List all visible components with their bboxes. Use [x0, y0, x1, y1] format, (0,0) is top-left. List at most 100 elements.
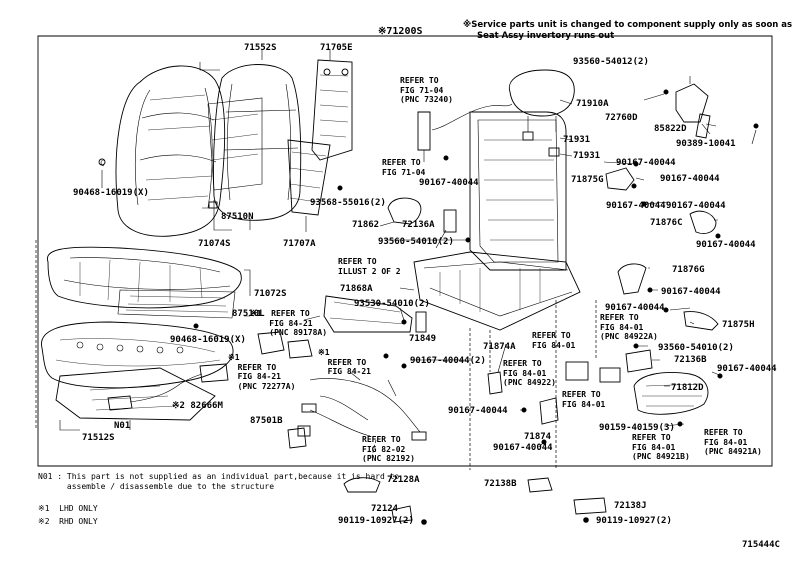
refer-fig-84-01-b[interactable]: REFER TO FIG 84-01 — [562, 390, 606, 409]
part-87510l[interactable]: 87510L — [232, 309, 265, 319]
knob-72136b — [625, 349, 653, 373]
refer-fig-84-21-72277a[interactable]: ※1 REFER TO FIG 84-21 (PNC 72277A) — [228, 353, 296, 391]
refer-fig-84-01-84922a[interactable]: REFER TO FIG 84-01 (PNC 84922A) — [600, 313, 658, 341]
refer-fig-84-01-84921a[interactable]: REFER TO FIG 84-01 (PNC 84921A) — [704, 428, 762, 456]
part-90119-10927-a[interactable]: 90119-10927(2) — [338, 516, 414, 526]
part-90167-40044-e[interactable]: 90167-40044 — [666, 201, 726, 211]
refer-fig-84-01-84921b[interactable]: REFER TO FIG 84-01 (PNC 84921B) — [632, 433, 690, 461]
part-71707a[interactable]: 71707A — [283, 239, 316, 249]
knob-72136a — [443, 209, 457, 233]
part-90468-16019[interactable]: 90468-16019(X) — [73, 188, 149, 198]
bracket-71875g — [605, 167, 635, 191]
part-72138j[interactable]: 72138J — [614, 501, 647, 511]
refer-fig-84-01-84922[interactable]: REFER TO FIG 84-01 (PNC 84922) — [503, 359, 556, 387]
part-71072s[interactable]: 71072S — [254, 289, 287, 299]
cover-72124 — [391, 505, 413, 523]
part-93560-54010[interactable]: 93560-54010(2) — [378, 237, 454, 247]
seatback-heater-mat — [207, 97, 263, 191]
shield-71862 — [387, 197, 422, 225]
part-87510n[interactable]: 87510N — [221, 212, 254, 222]
refer-fig-84-21[interactable]: ※1 REFER TO FIG 84-21 — [318, 348, 371, 376]
part-90167-40044-b[interactable]: 90167-40044 — [616, 158, 676, 168]
refer-fig-71-04[interactable]: REFER TO FIG 71-04 — [382, 158, 426, 177]
part-71862[interactable]: 71862 — [352, 220, 380, 230]
part-90167-40044-g[interactable]: 90167-40044 — [661, 287, 721, 297]
part-71705e[interactable]: 71705E — [320, 43, 353, 53]
refer-illust-2[interactable]: REFER TO ILLUST 2 OF 2 — [338, 257, 401, 276]
part-n01[interactable]: N01 — [114, 421, 131, 431]
cushion-tray — [55, 367, 216, 421]
part-90167-40044-k[interactable]: 90167-40044 — [493, 443, 553, 453]
footnote-n01-line2: assemble / disassemble due to the struct… — [38, 482, 275, 491]
part-71812d[interactable]: 71812D — [671, 383, 704, 393]
part-90167-40044-a[interactable]: 90167-40044 — [419, 178, 479, 188]
cover-71868a — [323, 295, 413, 333]
part-90167-40044-d[interactable]: 90167-40044 — [606, 201, 666, 211]
seatback-pad-illustration — [213, 64, 302, 221]
part-72138b[interactable]: 72138B — [484, 479, 517, 489]
part-90167-40044-c[interactable]: 90167-40044 — [660, 174, 720, 184]
part-93560-54012[interactable]: 93560-54012(2) — [573, 57, 649, 67]
part-71875h[interactable]: 71875H — [722, 320, 755, 330]
part-71552s[interactable]: 71552S — [244, 43, 277, 53]
part-71875g[interactable]: 71875G — [571, 175, 604, 185]
refer-fig-82-02[interactable]: REFER TO FIG 82-02 (PNC 82192) — [362, 435, 415, 463]
part-71876g[interactable]: 71876G — [672, 265, 705, 275]
fasteners — [193, 89, 759, 445]
part-71910a[interactable]: 71910A — [576, 99, 609, 109]
cover-72138b — [527, 477, 553, 493]
part-71874a[interactable]: 71874A — [483, 342, 516, 352]
belt-buckle — [417, 111, 431, 151]
seat-frame-illustration — [413, 111, 581, 331]
cover-71875h — [683, 311, 719, 331]
part-71074s[interactable]: 71074S — [198, 239, 231, 249]
assembly-number: ※71200S — [378, 26, 423, 37]
part-71931-b[interactable]: 71931 — [573, 151, 601, 161]
cover-72138j — [573, 497, 607, 515]
part-90167-40044-h[interactable]: 90167-40044 — [605, 303, 665, 313]
part-90167-40044-2[interactable]: 90167-40044(2) — [410, 356, 486, 366]
part-93530-54010[interactable]: 93530-54010(2) — [354, 299, 430, 309]
knob-71874a — [487, 371, 503, 395]
seat-cushion-pad — [41, 321, 234, 389]
part-85822d[interactable]: 85822D — [654, 124, 687, 134]
figure-id: 715444C — [742, 540, 780, 550]
refer-fig-84-01-a[interactable]: REFER TO FIG 84-01 — [532, 331, 576, 350]
knob-71874 — [539, 397, 559, 425]
connector-89178a — [287, 339, 313, 359]
part-90119-10927-b[interactable]: 90119-10927(2) — [596, 516, 672, 526]
part-72136b[interactable]: 72136B — [674, 355, 707, 365]
service-note-line1: ※Service parts unit is changed to compon… — [463, 20, 793, 30]
part-72128a[interactable]: 72128A — [387, 475, 420, 485]
refer-fig-71-04-pnc[interactable]: REFER TO FIG 71-04 (PNC 73240) — [400, 76, 453, 104]
part-90167-40044-i[interactable]: 90167-40044 — [717, 364, 777, 374]
part-71868a[interactable]: 71868A — [340, 284, 373, 294]
part-71931-a[interactable]: 71931 — [563, 135, 591, 145]
part-71849[interactable]: 71849 — [409, 334, 437, 344]
part-93560-54010-b[interactable]: 93560-54010(2) — [658, 343, 734, 353]
part-72124[interactable]: 72124 — [371, 504, 399, 514]
frame-border — [37, 35, 773, 467]
part-90389-10041[interactable]: 90389-10041 — [676, 139, 736, 149]
part-71874[interactable]: 71874 — [524, 432, 552, 442]
part-71876c[interactable]: 71876C — [650, 218, 683, 228]
part-93568-55016[interactable]: 93568-55016(2) — [310, 198, 386, 208]
wire-harness-upper — [431, 103, 513, 131]
part-72760d[interactable]: 72760D — [605, 113, 638, 123]
part-72136a[interactable]: 72136A — [402, 220, 435, 230]
pin-71849 — [415, 311, 427, 333]
seat-cushion-cover-illustration — [46, 246, 242, 309]
connector-72277a — [257, 331, 285, 355]
part-90167-40044-j[interactable]: 90167-40044 — [448, 406, 508, 416]
part-90468-16019-b[interactable]: 90468-16019(X) — [170, 335, 246, 345]
refer-fig-84-21-89178a[interactable]: ※1 REFER TO FIG 84-21 (PNC 89178A) — [250, 309, 328, 337]
part-82666m[interactable]: ※2 82666M — [172, 401, 223, 411]
part-90167-40044-f[interactable]: 90167-40044 — [696, 240, 756, 250]
part-87501b[interactable]: 87501B — [250, 416, 283, 426]
footnote-lhd: ※1 LHD ONLY — [38, 504, 98, 513]
service-note-line2: Seat Assy invertory runs out — [477, 31, 615, 41]
part-71512s[interactable]: 71512S — [82, 433, 115, 443]
part-90159-40159[interactable]: 90159-40159(3) — [599, 423, 675, 433]
